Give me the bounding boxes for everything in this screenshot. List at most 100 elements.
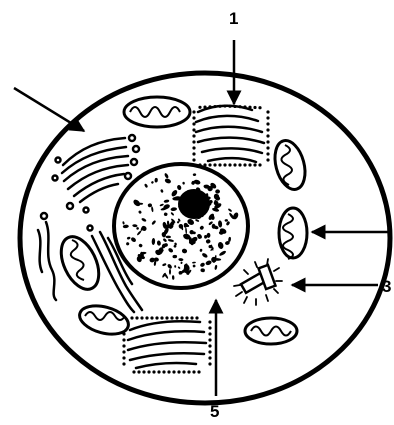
ribosome <box>160 316 163 319</box>
ribosome <box>122 338 125 341</box>
ribosome <box>266 146 269 149</box>
mitochondrion-top <box>124 97 190 127</box>
ribosome <box>198 106 201 109</box>
ribosome <box>223 163 226 166</box>
ribosome <box>157 370 160 373</box>
ribosome <box>266 116 269 119</box>
ribosome <box>185 316 188 319</box>
ribosome <box>192 110 195 113</box>
ribosome <box>208 332 211 335</box>
mitochondrion-lower-left <box>76 301 131 339</box>
ribosome <box>223 104 226 107</box>
ribosome <box>192 158 195 161</box>
ribosome <box>192 152 195 155</box>
mitochondrion-left <box>54 231 107 295</box>
ribosome <box>155 316 158 319</box>
label-3: 3 <box>382 277 391 296</box>
nucleus <box>114 164 248 288</box>
ribosome <box>122 362 125 365</box>
ribosome <box>248 106 251 109</box>
ribosome <box>130 316 133 319</box>
ribosome <box>266 140 269 143</box>
ribosome <box>152 370 155 373</box>
ribosome <box>165 316 168 319</box>
ribosome <box>135 316 138 319</box>
ribosome <box>208 338 211 341</box>
ribosome <box>122 356 125 359</box>
ribosome <box>170 316 173 319</box>
ribosome <box>172 370 175 373</box>
ribosomes-bottom <box>122 316 211 373</box>
ribosome <box>187 370 190 373</box>
ribosome <box>177 370 180 373</box>
ribosome <box>122 344 125 347</box>
ribosome <box>238 105 241 108</box>
ribosome <box>167 370 170 373</box>
ribosome <box>208 105 211 108</box>
ribosome <box>233 105 236 108</box>
ribosome <box>182 370 185 373</box>
ribosome <box>175 316 178 319</box>
ribosome <box>266 128 269 131</box>
ribosome <box>266 158 269 161</box>
ribosome <box>192 122 195 125</box>
ribosome <box>208 362 211 365</box>
ribosome <box>266 122 269 125</box>
mitochondrion-upper-right <box>270 137 310 193</box>
ribosome <box>180 316 183 319</box>
ribosome <box>145 316 148 319</box>
ribosome <box>203 105 206 108</box>
ribosome <box>122 350 125 353</box>
ribosome <box>238 163 241 166</box>
ribosome <box>137 370 140 373</box>
ribosome <box>218 105 221 108</box>
ribosome <box>258 106 261 109</box>
nucleolus <box>178 189 210 219</box>
ribosome <box>208 163 211 166</box>
ribosome <box>218 163 221 166</box>
ribosome <box>228 163 231 166</box>
ribosome <box>195 316 198 319</box>
ribosome <box>208 356 211 359</box>
ribosome <box>213 163 216 166</box>
ribosome <box>243 105 246 108</box>
ribosome <box>258 163 261 166</box>
rough-endoplasmic-reticulum-top <box>196 106 264 162</box>
ribosome <box>253 163 256 166</box>
ribosome <box>208 344 211 347</box>
ribosome <box>192 140 195 143</box>
mitochondrion-right <box>279 208 307 259</box>
ribosome <box>192 370 195 373</box>
ribosome <box>192 128 195 131</box>
ribosome <box>140 316 143 319</box>
ribosome <box>132 370 135 373</box>
ribosome <box>233 163 236 166</box>
centrosome <box>234 259 282 305</box>
ribosome <box>213 105 216 108</box>
ribosome <box>208 326 211 329</box>
ribosome <box>203 163 206 166</box>
ribosome <box>147 370 150 373</box>
ribosome <box>228 105 231 108</box>
ribosome <box>253 106 256 109</box>
ribosome <box>266 110 269 113</box>
ribosome <box>208 320 211 323</box>
ribosome <box>197 370 200 373</box>
ribosome <box>266 134 269 137</box>
ribosome <box>266 152 269 155</box>
ribosome <box>243 163 246 166</box>
rough-endoplasmic-reticulum-bottom <box>128 321 206 368</box>
ribosome <box>190 316 193 319</box>
ribosome <box>192 116 195 119</box>
ribosome <box>198 163 201 166</box>
ribosome <box>192 134 195 137</box>
label-5: 5 <box>210 402 219 421</box>
ribosome <box>192 146 195 149</box>
ribosome <box>248 163 251 166</box>
mitochondrion-lower-right <box>245 318 297 344</box>
chromatin-speck <box>169 269 171 275</box>
ribosome <box>142 370 145 373</box>
ribosome <box>208 350 211 353</box>
ribosome <box>162 370 165 373</box>
